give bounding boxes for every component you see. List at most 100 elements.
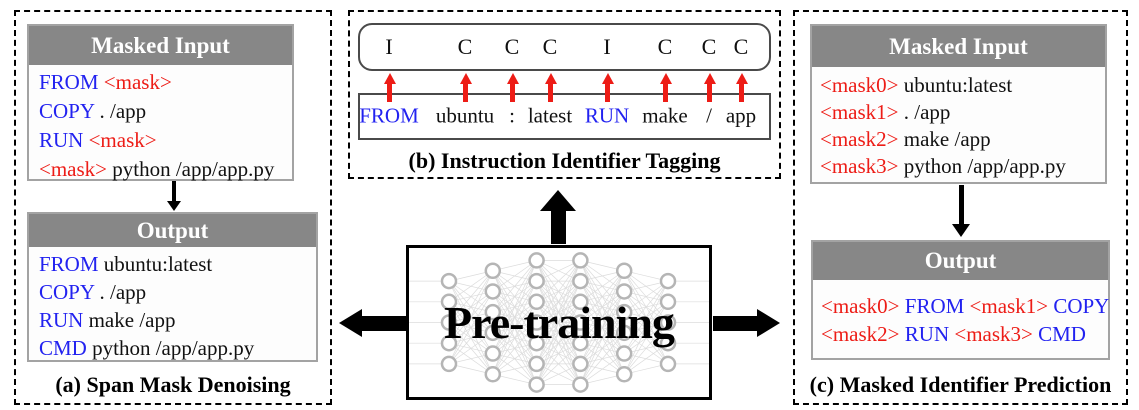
caption-a: (a) Span Mask Denoising <box>55 372 291 397</box>
code-line: <mask0> ubuntu:latest <box>820 72 1105 99</box>
arrow-head <box>703 73 716 84</box>
tag-label: C <box>542 34 558 59</box>
arrow-head <box>506 73 519 84</box>
arrow-head <box>735 73 748 84</box>
code-segment: python /app/app.py <box>898 154 1066 178</box>
arrow-shaft <box>463 84 468 102</box>
output-rows: <mask0> FROM <mask1> COPY<mask2> RUN <ma… <box>813 280 1110 348</box>
red-up-arrow-icon <box>735 73 748 102</box>
panel-masked-identifier-prediction: Masked Input <mask0> ubuntu:latest<mask1… <box>793 10 1128 405</box>
code-segment: ubuntu:latest <box>103 252 213 276</box>
arrow-shaft <box>663 84 668 102</box>
code-line: COPY . /app <box>39 97 292 126</box>
right-arrow-shaft <box>713 316 758 331</box>
code-segment: CMD <box>1032 322 1086 346</box>
code-segment: <mask3> <box>820 154 899 178</box>
token-label: RUN <box>584 103 630 128</box>
code-segment: <mask2> <box>821 322 900 346</box>
code-segment: . /app <box>99 280 147 304</box>
output-title: Output <box>813 242 1108 280</box>
tags-rounded-box <box>358 23 771 71</box>
arrow-shaft <box>548 84 553 102</box>
red-up-arrow-icon <box>601 73 614 102</box>
code-segment: RUN <box>899 322 955 346</box>
down-arrow-icon <box>952 185 970 237</box>
neural-network-graphic <box>409 252 709 393</box>
code-segment: FROM <box>899 294 970 318</box>
caption-b: (b) Instruction Identifier Tagging <box>408 148 721 173</box>
arrow-head <box>459 73 472 84</box>
output-box: Output <mask0> FROM <mask1> COPY<mask2> … <box>811 240 1110 360</box>
masked-input-box: Masked Input <mask0> ubuntu:latest<mask1… <box>810 24 1107 184</box>
code-segment: <mask> <box>88 128 157 152</box>
token-label: FROM <box>359 103 419 128</box>
arrow-shaft <box>510 84 515 102</box>
code-line: CMD python /app/app.py <box>39 334 316 362</box>
pretraining-label: Pre-training <box>444 297 675 348</box>
red-up-arrow-icon <box>544 73 557 102</box>
tokens-box <box>358 93 771 140</box>
tag-label: I <box>603 34 611 59</box>
red-up-arrow-icon <box>506 73 519 102</box>
token-label: : <box>509 103 515 128</box>
arrow-shaft <box>739 84 744 102</box>
code-segment: <mask3> <box>954 322 1033 346</box>
code-segment: RUN <box>39 128 89 152</box>
code-line: <mask> python /app/app.py <box>39 155 292 184</box>
code-segment: FROM <box>39 70 104 94</box>
masked-input-title: Masked Input <box>812 26 1105 67</box>
tag-label: C <box>457 34 473 59</box>
code-segment: ubuntu:latest <box>898 73 1013 97</box>
tag-label: C <box>657 34 673 59</box>
code-line: <mask2> RUN <mask3> CMD <box>821 320 1108 348</box>
code-segment: <mask1> <box>969 294 1049 318</box>
code-line: FROM <mask> <box>39 68 292 97</box>
code-segment: <mask> <box>103 70 172 94</box>
arrow-shaft <box>707 84 712 102</box>
code-segment: COPY <box>1048 294 1110 318</box>
token-label: ubuntu <box>435 103 495 128</box>
right-arrow-icon <box>757 309 780 337</box>
arrow-shaft <box>958 185 964 224</box>
tag-label: C <box>701 34 717 59</box>
code-line: COPY . /app <box>39 278 316 306</box>
code-segment: <mask0> <box>820 73 899 97</box>
caption-c: (c) Masked Identifier Prediction <box>809 372 1112 397</box>
code-segment: <mask1> <box>820 100 899 124</box>
pretraining-box: Pre-training <box>406 245 712 400</box>
masked-input-rows: <mask0> ubuntu:latest<mask1> . /app<mask… <box>812 67 1105 180</box>
arrow-head <box>601 73 614 84</box>
red-up-arrow-icon <box>703 73 716 102</box>
code-segment: CMD <box>39 336 93 360</box>
left-arrow-icon <box>339 309 362 337</box>
code-line: <mask1> . /app <box>820 99 1105 126</box>
red-up-arrow-icon <box>459 73 472 102</box>
arrow-head <box>544 73 557 84</box>
masked-input-title: Masked Input <box>29 26 292 65</box>
token-label: latest <box>527 103 573 128</box>
arrow-shaft <box>387 84 392 102</box>
code-segment: . /app <box>898 100 951 124</box>
code-segment: python /app/app.py <box>107 157 275 181</box>
up-arrow-icon <box>540 190 576 244</box>
code-line: <mask2> make /app <box>820 126 1105 153</box>
code-segment: COPY <box>39 99 100 123</box>
code-segment: RUN <box>39 308 89 332</box>
code-line: RUN make /app <box>39 306 316 334</box>
code-segment: make /app <box>88 308 176 332</box>
red-up-arrow-icon <box>659 73 672 102</box>
tag-label: C <box>504 34 520 59</box>
tag-label: C <box>733 34 749 59</box>
output-title: Output <box>29 214 316 247</box>
token-label: make <box>642 103 688 128</box>
arrow-shaft <box>605 84 610 102</box>
red-up-arrow-icon <box>383 73 396 102</box>
tag-label: I <box>385 34 393 59</box>
code-segment: COPY <box>39 280 100 304</box>
